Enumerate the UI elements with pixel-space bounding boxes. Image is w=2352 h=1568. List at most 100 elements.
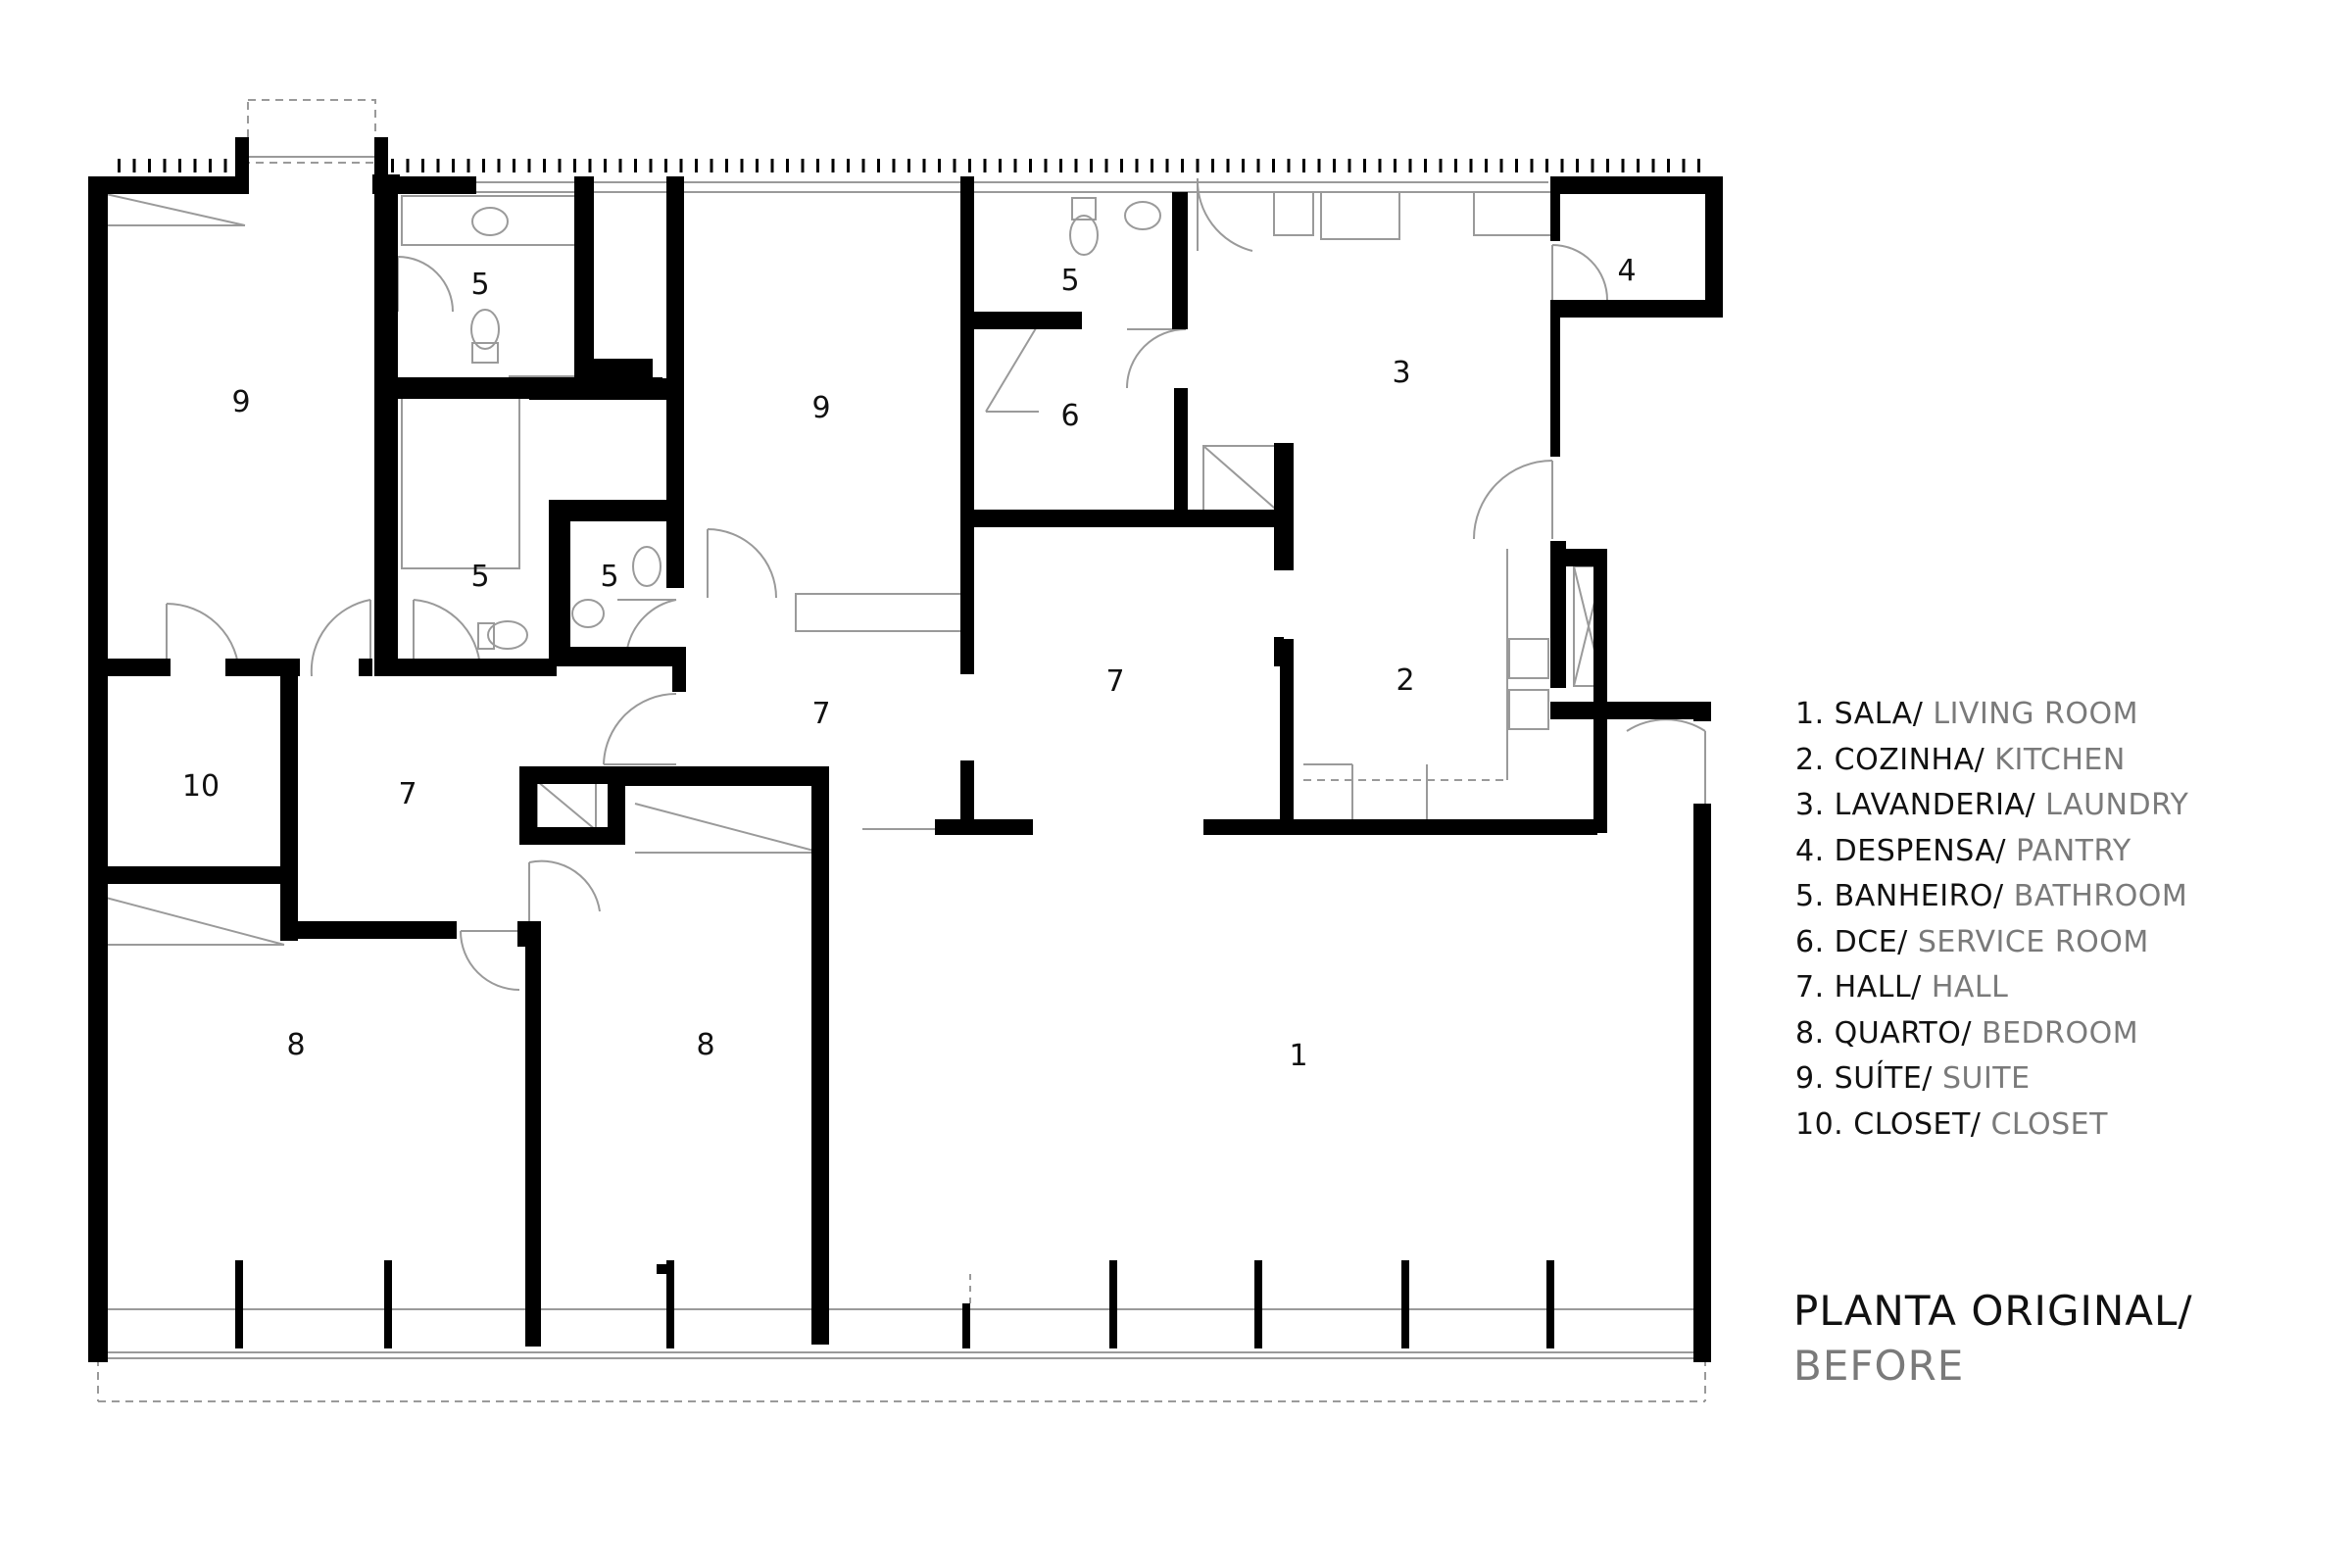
window-tick <box>695 159 698 172</box>
window-tick <box>861 159 865 172</box>
window-tick <box>466 159 470 172</box>
window-tick <box>436 159 440 172</box>
plan-title-line1: PLANTA ORIGINAL/ <box>1793 1287 2193 1335</box>
window-tick <box>1135 159 1139 172</box>
legend-item: 7. HALL/ HALL <box>1795 970 2009 1004</box>
legend-item: 3. LAVANDERIA/ LAUNDRY <box>1795 788 2189 822</box>
window-tick <box>1211 159 1214 172</box>
window-tick <box>786 159 789 172</box>
window-tick <box>148 159 151 172</box>
room-label-5d: 5 <box>1060 264 1079 298</box>
window-tick <box>178 159 181 172</box>
window-tick <box>1151 159 1153 172</box>
window-tick <box>163 159 167 172</box>
legend-item: 9. SUÍTE/ SUITE <box>1795 1061 2031 1096</box>
window-tick <box>1226 159 1230 172</box>
window-tick <box>1439 159 1443 172</box>
window-tick <box>1697 159 1700 172</box>
legend-item: 1. SALA/ LIVING ROOM <box>1795 697 2138 731</box>
window-tick <box>1394 159 1396 172</box>
window-tick <box>1637 159 1640 172</box>
window-tick <box>1545 159 1548 172</box>
window-tick <box>513 159 515 172</box>
plan-title: PLANTA ORIGINAL/ BEFORE <box>1793 1284 2193 1394</box>
room-labels: 1 2 3 4 5 5 5 5 6 7 7 7 8 8 9 9 10 <box>182 254 1637 1073</box>
window-tick <box>1499 159 1503 172</box>
window-tick <box>1348 159 1351 172</box>
window-tick <box>618 159 622 172</box>
legend-item: 10. CLOSET/ CLOSET <box>1795 1106 2108 1142</box>
top-window-ticks <box>118 159 1700 172</box>
window-tick <box>1029 159 1032 172</box>
window-tick <box>649 159 653 172</box>
window-tick <box>922 159 926 172</box>
plan-title-line2: BEFORE <box>1793 1342 1965 1390</box>
window-tick <box>1090 159 1093 172</box>
window-tick <box>1515 159 1518 172</box>
window-tick <box>1424 159 1427 172</box>
room-label-8a: 8 <box>286 1028 305 1062</box>
window-tick <box>816 159 819 172</box>
window-tick <box>118 159 121 172</box>
room-label-5b: 5 <box>470 560 489 594</box>
window-tick <box>1621 159 1625 172</box>
window-tick <box>1044 159 1048 172</box>
window-tick <box>1120 159 1123 172</box>
room-label-7c: 7 <box>1105 664 1124 699</box>
legend-item: 6. DCE/ SERVICE ROOM <box>1795 924 2149 959</box>
legend-item: 5. BANHEIRO/ BATHROOM <box>1795 879 2188 913</box>
walls <box>88 137 1723 1362</box>
window-tick <box>482 159 485 172</box>
window-tick <box>831 159 835 172</box>
window-tick <box>740 159 744 172</box>
legend-item: 8. QUARTO/ BEDROOM <box>1795 1015 2139 1051</box>
window-tick <box>1651 159 1655 172</box>
window-tick <box>1013 159 1017 172</box>
window-tick <box>1606 159 1609 172</box>
window-tick <box>938 159 941 172</box>
room-label-6: 6 <box>1060 399 1079 433</box>
window-tick <box>1378 159 1382 172</box>
window-tick <box>497 159 501 172</box>
room-label-8b: 8 <box>696 1028 714 1062</box>
window-tick <box>907 159 910 172</box>
window-tick <box>1302 159 1305 172</box>
window-tick <box>892 159 896 172</box>
window-tick <box>1454 159 1457 172</box>
window-tick <box>1272 159 1275 172</box>
window-tick <box>1181 159 1184 172</box>
window-tick <box>756 159 759 172</box>
window-tick <box>953 159 956 172</box>
room-label-10: 10 <box>182 769 220 804</box>
window-tick <box>1104 159 1108 172</box>
window-tick <box>604 159 607 172</box>
window-tick <box>968 159 971 172</box>
window-tick <box>1667 159 1670 172</box>
room-label-5a: 5 <box>470 268 489 302</box>
window-tick <box>406 159 410 172</box>
window-tick <box>527 159 531 172</box>
window-tick <box>1469 159 1473 172</box>
window-tick <box>209 159 212 172</box>
room-label-7a: 7 <box>398 777 416 811</box>
window-tick <box>770 159 774 172</box>
window-tick <box>1363 159 1366 172</box>
window-tick <box>710 159 713 172</box>
window-tick <box>239 159 242 172</box>
window-tick <box>1560 159 1564 172</box>
window-tick <box>1408 159 1412 172</box>
window-tick <box>573 159 576 172</box>
window-tick <box>983 159 987 172</box>
window-tick <box>1530 159 1534 172</box>
window-tick <box>1576 159 1579 172</box>
room-label-3: 3 <box>1392 356 1410 390</box>
window-tick <box>1287 159 1291 172</box>
window-tick <box>421 159 424 172</box>
window-tick <box>847 159 850 172</box>
window-tick <box>543 159 546 172</box>
window-tick <box>664 159 667 172</box>
window-tick <box>1059 159 1062 172</box>
legend-item: 4. DESPENSA/ PANTRY <box>1795 833 2132 868</box>
window-tick <box>679 159 683 172</box>
